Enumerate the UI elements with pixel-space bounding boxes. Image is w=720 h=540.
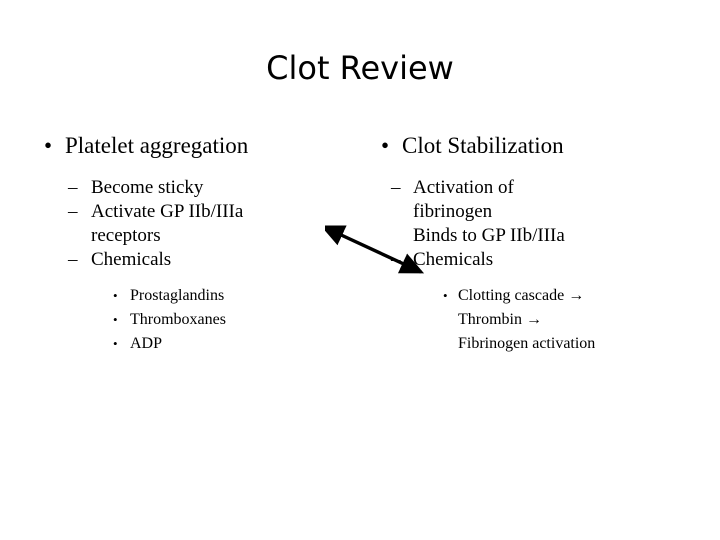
- bullet-level2-binds-to-gp: – Binds to GP IIb/IIIa: [365, 224, 710, 248]
- bullet-dot-icon: •: [443, 288, 448, 303]
- bullet-level1-label: Clot Stabilization: [402, 133, 564, 158]
- bullet-level3-label: Thromboxanes: [130, 311, 226, 328]
- bullet-level2-chemicals: – Chemicals: [28, 248, 368, 272]
- content-column-right: • Clot Stabilization – Activation of – f…: [365, 131, 710, 356]
- bullet-dot-icon: •: [113, 336, 118, 351]
- spacer: [28, 272, 368, 284]
- bullet-level1-label: Platelet aggregation: [65, 133, 249, 158]
- page-title: Clot Review: [266, 49, 454, 87]
- bullet-level2-label: Binds to GP IIb/IIIa: [413, 225, 565, 246]
- bullet-level3-clotting-cascade: • Clotting cascade →: [365, 284, 710, 308]
- bullet-level2-activation-of: – Activation of: [365, 176, 710, 200]
- bullet-level3-thrombin-continuation: • Thrombin →: [365, 308, 710, 332]
- bullet-level2-label: Become sticky: [91, 177, 204, 198]
- bullet-level2-label: fibrinogen: [413, 201, 493, 222]
- dash-icon: –: [68, 249, 78, 270]
- bullet-level3-adp: • ADP: [28, 332, 368, 356]
- dash-icon: –: [68, 177, 78, 198]
- bullet-level2-label: Chemicals: [91, 249, 172, 270]
- bullet-level3-prostaglandins: • Prostaglandins: [28, 284, 368, 308]
- bullet-level2-receptors-continuation: – receptors: [28, 224, 368, 248]
- dash-icon: –: [391, 177, 401, 198]
- bullet-level2-label: Activation of: [413, 177, 514, 198]
- dash-icon: –: [391, 249, 401, 270]
- dash-icon: –: [68, 201, 78, 222]
- bullet-dot-icon: •: [381, 133, 390, 158]
- bullet-level3-label: Clotting cascade →: [458, 287, 585, 304]
- spacer: [365, 272, 710, 284]
- bullet-level3-label: Thrombin →: [458, 311, 542, 328]
- bullet-dot-icon: •: [113, 288, 118, 303]
- bullet-level3-fibrinogen-activation-continuation: • Fibrinogen activation: [365, 332, 710, 356]
- bullet-level3-thromboxanes: • Thromboxanes: [28, 308, 368, 332]
- bullet-level3-label: ADP: [130, 335, 163, 352]
- bullet-level2-chemicals: – Chemicals: [365, 248, 710, 272]
- bullet-level1-clot-stabilization: • Clot Stabilization: [365, 131, 710, 161]
- bullet-dot-icon: •: [44, 133, 53, 158]
- bullet-level2-label: Activate GP IIb/IIIa: [91, 201, 244, 222]
- bullet-level2-label: receptors: [91, 225, 161, 246]
- bullet-level3-label: Prostaglandins: [130, 287, 225, 304]
- bullet-level2-become-sticky: – Become sticky: [28, 176, 368, 200]
- bullet-level2-fibrinogen-continuation: – fibrinogen: [365, 200, 710, 224]
- spacer: [365, 169, 710, 176]
- spacer: [28, 169, 368, 176]
- content-column-left: • Platelet aggregation – Become sticky –…: [28, 131, 368, 356]
- bullet-level3-label: Fibrinogen activation: [458, 335, 596, 352]
- bullet-level2-label: Chemicals: [413, 249, 494, 270]
- bullet-dot-icon: •: [113, 312, 118, 327]
- bullet-level2-activate-gp: – Activate GP IIb/IIIa: [28, 200, 368, 224]
- bullet-level1-platelet-aggregation: • Platelet aggregation: [28, 131, 368, 161]
